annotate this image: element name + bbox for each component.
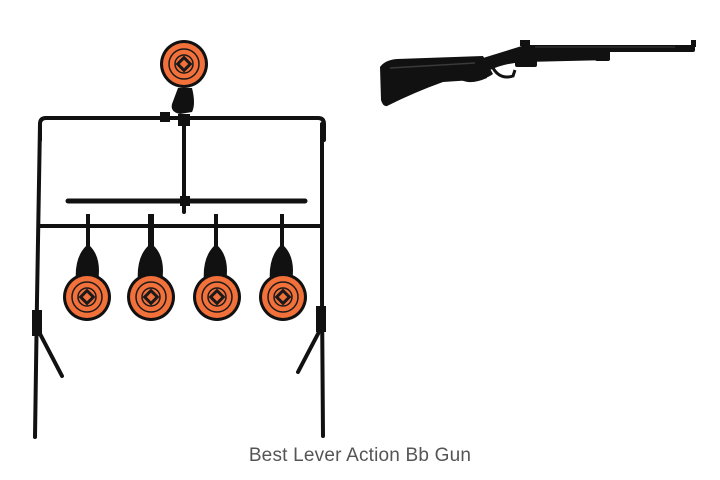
rifle-icon <box>380 40 696 107</box>
image-caption: Best Lever Action Bb Gun <box>248 445 472 466</box>
spinner-target-icon <box>32 40 326 439</box>
